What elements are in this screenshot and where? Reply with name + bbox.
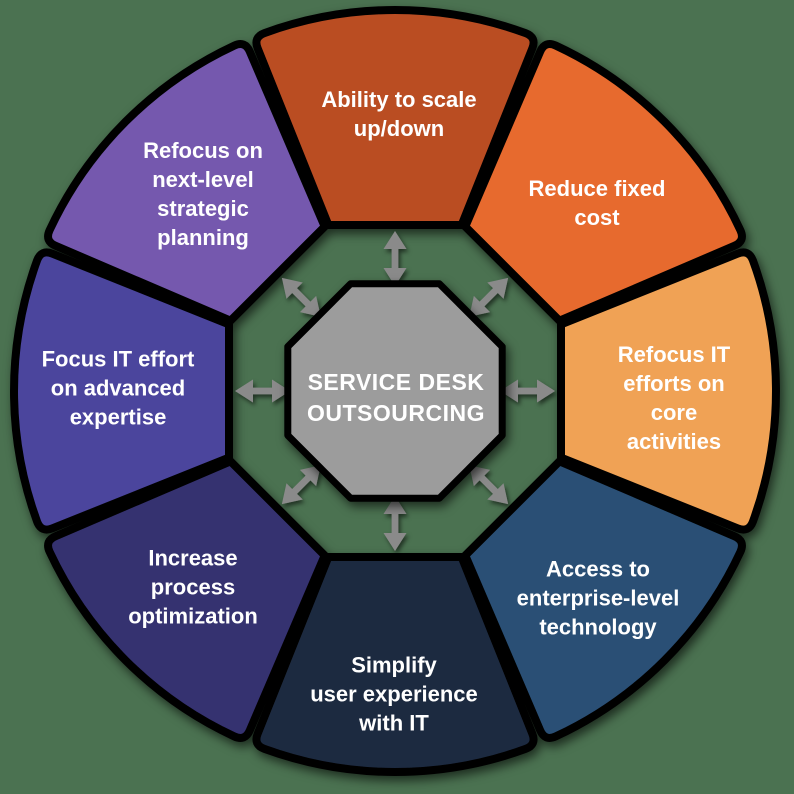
segment-refocus-it-efforts-core-shape bbox=[557, 248, 780, 534]
segment-refocus-strategic-planning-shape bbox=[44, 40, 329, 325]
double-arrow-n-icon bbox=[383, 231, 407, 286]
segment-ability-to-scale-shape bbox=[252, 6, 538, 229]
center-octagon bbox=[284, 280, 506, 502]
double-arrow-w-icon bbox=[235, 379, 290, 403]
segment-label-focus-it-effort-expertise: Focus IT effort on advanced expertise bbox=[41, 346, 195, 430]
segment-simplify-user-experience-shape bbox=[252, 553, 538, 776]
double-arrow-ne-icon bbox=[469, 277, 509, 317]
segment-label-ability-to-scale: Ability to scale up/down bbox=[321, 87, 477, 141]
segment-label-simplify-user-experience: Simplify user experience with IT bbox=[310, 652, 478, 736]
double-arrow-se-icon bbox=[469, 465, 509, 505]
double-arrow-sw-icon bbox=[281, 465, 321, 505]
wheel-ring bbox=[10, 6, 780, 776]
double-arrow-nw-icon bbox=[281, 277, 321, 317]
segment-focus-it-effort-expertise-shape bbox=[10, 248, 233, 534]
double-arrow-e-icon bbox=[500, 379, 555, 403]
segment-increase-process-optimization-shape bbox=[44, 457, 329, 742]
center-title: SERVICE DESK OUTSOURCING bbox=[307, 369, 485, 426]
segment-label-refocus-it-efforts-core: Refocus IT efforts on core activities bbox=[617, 342, 731, 454]
center-arrows bbox=[235, 231, 555, 551]
segment-label-reduce-fixed-cost: Reduce fixed cost bbox=[528, 176, 666, 230]
segment-access-enterprise-technology-shape bbox=[461, 457, 746, 742]
double-arrow-s-icon bbox=[383, 496, 407, 551]
segment-reduce-fixed-cost-shape bbox=[461, 40, 746, 325]
segment-label-increase-process-optimization: Increase process optimization bbox=[128, 545, 258, 629]
segment-label-refocus-strategic-planning: Refocus on next-level strategic planning bbox=[143, 138, 263, 250]
segment-label-access-enterprise-technology: Access to enterprise-level technology bbox=[516, 556, 680, 640]
